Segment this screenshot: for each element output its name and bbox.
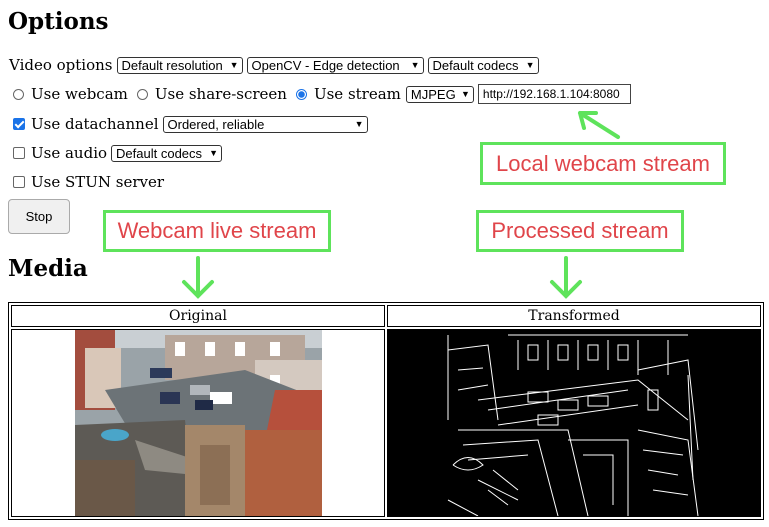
chevron-down-icon: ▼ — [229, 60, 239, 70]
webcam-radio-label: Use webcam — [31, 85, 128, 103]
video-codec-value: Default codecs — [432, 57, 519, 73]
original-video — [74, 330, 322, 516]
audio-codec-value: Default codecs — [116, 145, 203, 161]
options-heading: Options — [8, 8, 109, 35]
stream-radio-label: Use stream — [313, 85, 401, 103]
audio-checkbox[interactable] — [13, 147, 25, 159]
datachannel-row: Use datachannel Ordered, reliable ▼ — [9, 115, 368, 133]
datachannel-mode-value: Ordered, reliable — [167, 116, 265, 132]
share-screen-radio-label: Use share-screen — [154, 85, 287, 103]
transform-select[interactable]: OpenCV - Edge detection ▼ — [246, 56, 424, 74]
stun-row: Use STUN server — [9, 173, 164, 191]
webcam-radio[interactable] — [13, 88, 24, 100]
resolution-select[interactable]: Default resolution ▼ — [116, 56, 243, 74]
audio-codec-select[interactable]: Default codecs ▼ — [111, 144, 223, 162]
transformed-video-cell — [387, 329, 761, 517]
stream-url-input[interactable]: http://192.168.1.104:8080 — [477, 84, 631, 104]
processed-stream-annotation: Processed stream — [476, 210, 684, 252]
datachannel-checkbox[interactable] — [13, 118, 25, 130]
transformed-video — [388, 330, 760, 516]
transform-value: OpenCV - Edge detection — [251, 57, 400, 73]
original-header: Original — [11, 305, 385, 327]
datachannel-mode-select[interactable]: Ordered, reliable ▼ — [162, 115, 368, 133]
stream-radio[interactable] — [295, 88, 307, 100]
video-options-label: Video options — [9, 56, 113, 74]
media-heading: Media — [8, 255, 88, 282]
transformed-header: Transformed — [387, 305, 761, 327]
audio-row: Use audio Default codecs ▼ — [9, 144, 223, 162]
arrow-up-left-icon — [578, 111, 620, 139]
webcam-live-stream-annotation: Webcam live stream — [103, 210, 331, 252]
video-options-row: Video options Default resolution ▼ OpenCV… — [9, 56, 539, 74]
stun-label: Use STUN server — [31, 173, 165, 191]
original-video-cell — [11, 329, 385, 517]
chevron-down-icon: ▼ — [354, 119, 364, 129]
audio-label: Use audio — [31, 144, 108, 162]
arrow-down-icon — [182, 256, 214, 299]
stream-format-value: MJPEG — [410, 86, 456, 102]
stun-checkbox[interactable] — [13, 176, 25, 188]
chevron-down-icon: ▼ — [460, 89, 470, 99]
arrow-down-icon — [550, 256, 582, 299]
stream-format-select[interactable]: MJPEG ▼ — [405, 85, 474, 103]
video-codec-select[interactable]: Default codecs ▼ — [427, 56, 539, 74]
resolution-value: Default resolution — [121, 57, 223, 73]
datachannel-label: Use datachannel — [31, 115, 159, 133]
media-table: Original Transformed — [8, 302, 764, 520]
source-row: Use webcam Use share-screen Use stream M… — [9, 84, 631, 104]
stop-button[interactable]: Stop — [8, 199, 70, 234]
share-screen-radio[interactable] — [136, 88, 148, 100]
local-webcam-stream-annotation: Local webcam stream — [480, 142, 726, 185]
chevron-down-icon: ▼ — [410, 60, 420, 70]
chevron-down-icon: ▼ — [525, 60, 535, 70]
chevron-down-icon: ▼ — [209, 148, 219, 158]
